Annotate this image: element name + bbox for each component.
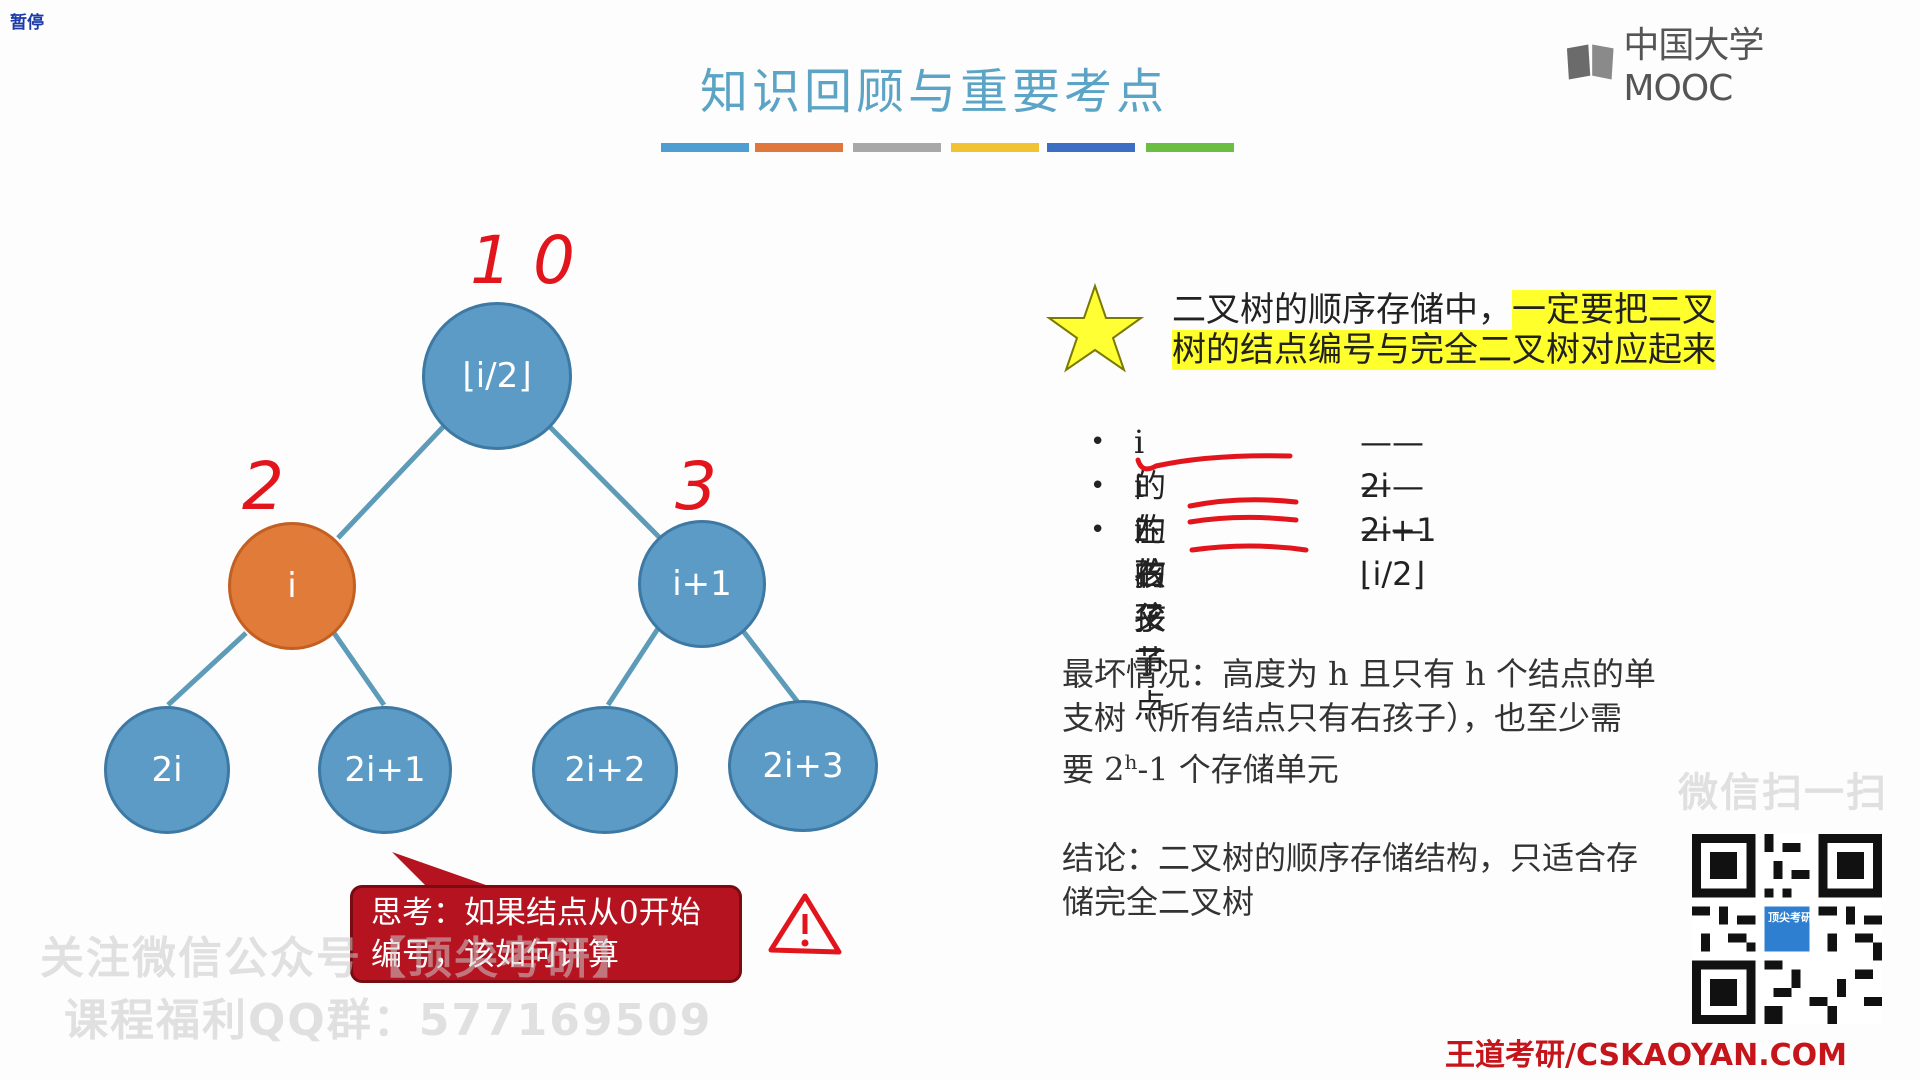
worst-case-line-2: 支树（所有结点只有右孩子），也至少需 <box>1062 699 1623 737</box>
key-point-highlight-1: 一定要把二叉 <box>1512 290 1716 330</box>
key-point: 二叉树的顺序存储中，一定要把二叉 树的结点编号与完全二叉树对应起来 <box>1172 290 1716 370</box>
relation-label-left-child: i 的左孩子 <box>1134 423 1167 637</box>
relation-label-right-child: i 的右孩子 <box>1134 467 1167 681</box>
worst-case-line-3: 要 2h-1 个存储单元 <box>1062 750 1339 789</box>
warning-icon <box>768 893 842 955</box>
slide-title: 知识回顾与重要考点 <box>699 64 1168 120</box>
worst-case-line-1: 最坏情况：高度为 h 且只有 h 个结点的单 <box>1062 655 1656 693</box>
think-callout: 思考：如果结点从0开始编号，该如何计算 <box>350 885 742 983</box>
edge-right-rr <box>738 625 802 707</box>
edge-root-left <box>336 425 445 540</box>
node-2i-plus-1: 2i+1 <box>318 706 452 834</box>
handwritten-2: 2 <box>242 448 284 525</box>
handwritten-3: 3 <box>675 448 717 525</box>
book-icon <box>1566 44 1614 80</box>
key-point-prefix: 二叉树的顺序存储中， <box>1172 290 1512 330</box>
color-bar-1 <box>661 143 749 152</box>
bullet-dot: • <box>1090 471 1106 501</box>
mooc-logo: 中国大学MOOC <box>1565 25 1865 109</box>
edge-right-rl <box>605 625 662 707</box>
conclusion-text: 结论：二叉树的顺序存储结构，只适合存 储完全二叉树 <box>1062 836 1638 924</box>
watermark-wechat: 关注微信公众号【顶尖考研】 <box>40 933 638 984</box>
node-2i-plus-3: 2i+3 <box>728 700 878 832</box>
edge-left-lr <box>331 631 387 707</box>
relation-value-left-child: ——2i <box>1360 423 1424 505</box>
tree-edges <box>166 425 802 707</box>
color-bar-3 <box>853 143 941 152</box>
edge-left-ll <box>166 631 248 707</box>
footer-site: 王道考研/CSKAOYAN.COM <box>1445 1038 1847 1073</box>
node-i: i <box>228 522 356 650</box>
worst-case-text: 最坏情况：高度为 h 且只有 h 个结点的单 支树（所有结点只有右孩子），也至少… <box>1062 652 1656 792</box>
handwritten-10: 1 0 <box>470 222 575 299</box>
color-bar-5 <box>1047 143 1135 152</box>
handwritten-underlines <box>1135 453 1309 553</box>
color-bar-2 <box>755 143 843 152</box>
watermark-scan: 微信扫一扫 <box>1678 770 1888 816</box>
qr-code-icon <box>1692 834 1882 1024</box>
watermark-qq-group: 课程福利QQ群：577169509 <box>64 995 713 1046</box>
callout-pointer <box>392 852 500 890</box>
color-bar-6 <box>1146 143 1234 152</box>
key-point-highlight-2: 树的结点编号与完全二叉树对应起来 <box>1172 330 1716 370</box>
star-icon <box>1045 282 1145 373</box>
qr-badge-text: 顶尖考研 <box>1768 911 1812 924</box>
relation-label-parent: i 的父节点 <box>1134 511 1167 725</box>
logo-text: 中国大学MOOC <box>1623 24 1764 109</box>
qr-code[interactable]: 顶尖考研 <box>1692 834 1882 1024</box>
pause-indicator[interactable]: 暂停 <box>10 13 44 33</box>
relation-value-right-child: ——2i+1 <box>1360 467 1437 549</box>
edge-root-right <box>548 425 662 540</box>
node-2i-plus-2: 2i+2 <box>532 706 678 834</box>
bullet-dot: • <box>1090 515 1106 545</box>
node-i-plus-1: i+1 <box>638 520 766 648</box>
node-2i: 2i <box>104 706 230 834</box>
color-bar-4 <box>951 143 1039 152</box>
bullet-dot: • <box>1090 427 1106 457</box>
conclusion-line-2: 储完全二叉树 <box>1062 883 1255 921</box>
relation-value-parent: ——⌊i/2⌋ <box>1360 511 1425 593</box>
conclusion-line-1: 结论：二叉树的顺序存储结构，只适合存 <box>1062 839 1639 877</box>
node-root: ⌊i/2⌋ <box>422 302 572 450</box>
